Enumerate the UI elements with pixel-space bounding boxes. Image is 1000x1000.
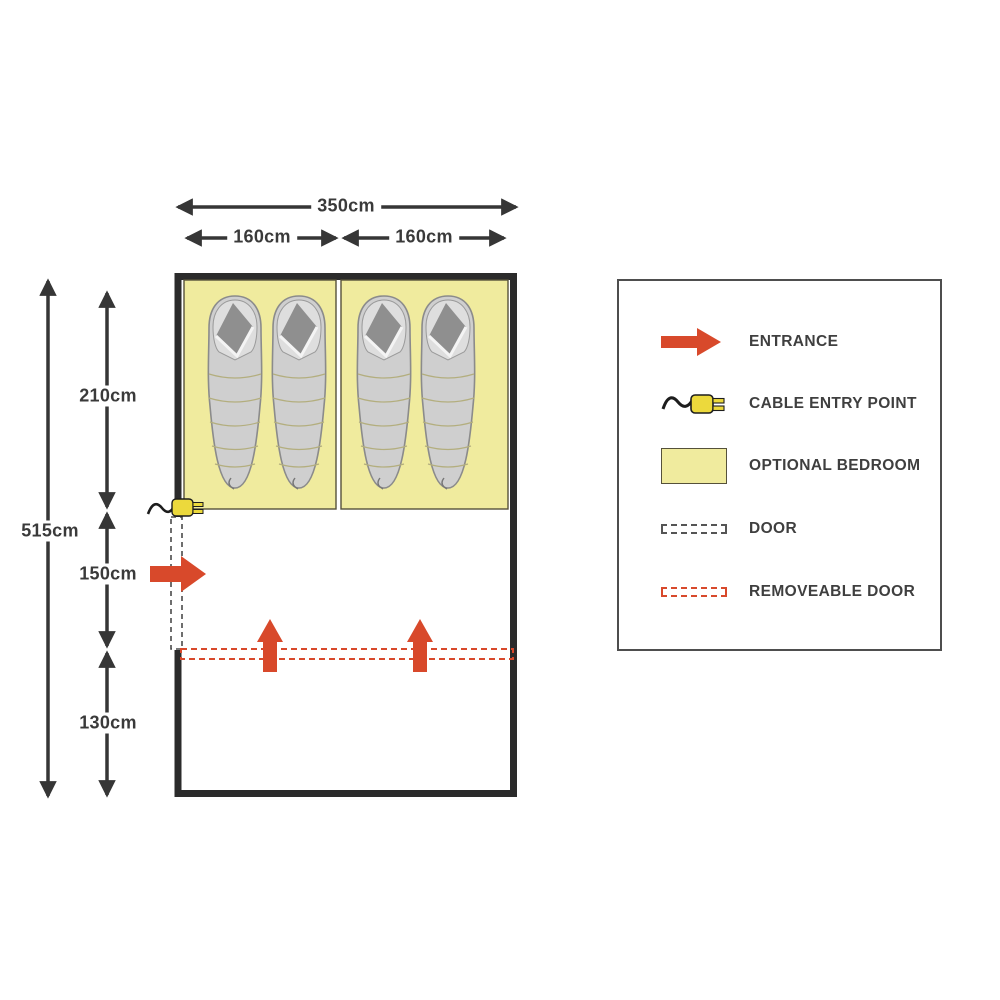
dim-label-front-depth: 130cm bbox=[73, 712, 143, 734]
bedroom-swatch-icon bbox=[661, 448, 733, 484]
door-dashed-icon bbox=[661, 524, 733, 534]
dim-label-total-width: 350cm bbox=[311, 195, 381, 217]
cable-entry-icon bbox=[146, 498, 204, 517]
legend-box: ENTRANCE CABLE ENTRY POINT OPTIONAL BEDR… bbox=[617, 279, 942, 651]
legend-label-optional-bedroom: OPTIONAL BEDROOM bbox=[749, 457, 921, 474]
entrance-arrow-up-1 bbox=[257, 619, 283, 672]
legend-row-removeable-door: REMOVEABLE DOOR bbox=[661, 572, 915, 612]
tent-outline bbox=[174, 273, 517, 797]
dim-label-total-length: 515cm bbox=[15, 520, 85, 542]
dim-label-right-section: 160cm bbox=[389, 226, 459, 248]
legend-row-optional-bedroom: OPTIONAL BEDROOM bbox=[661, 446, 920, 486]
legend-label-removeable-door: REMOVEABLE DOOR bbox=[749, 583, 916, 600]
removeable-door-dashed bbox=[180, 648, 514, 660]
dim-label-left-section: 160cm bbox=[227, 226, 297, 248]
dim-label-bedroom-depth: 210cm bbox=[73, 385, 143, 407]
dim-label-living-depth: 150cm bbox=[73, 563, 143, 585]
legend-row-entrance: ENTRANCE bbox=[661, 322, 838, 362]
legend-label-cable-entry: CABLE ENTRY POINT bbox=[749, 395, 917, 412]
legend-label-door: DOOR bbox=[749, 520, 798, 537]
entrance-arrow-up-2 bbox=[407, 619, 433, 672]
legend-row-door: DOOR bbox=[661, 509, 797, 549]
removeable-door-dashed-icon bbox=[661, 587, 733, 597]
cable-plug-icon bbox=[661, 387, 733, 421]
side-door-dashed bbox=[170, 516, 183, 650]
legend-label-entrance: ENTRANCE bbox=[749, 333, 839, 350]
legend-row-cable-entry: CABLE ENTRY POINT bbox=[661, 384, 917, 424]
entrance-arrow-left bbox=[150, 556, 206, 592]
entrance-arrow-icon bbox=[661, 327, 733, 357]
